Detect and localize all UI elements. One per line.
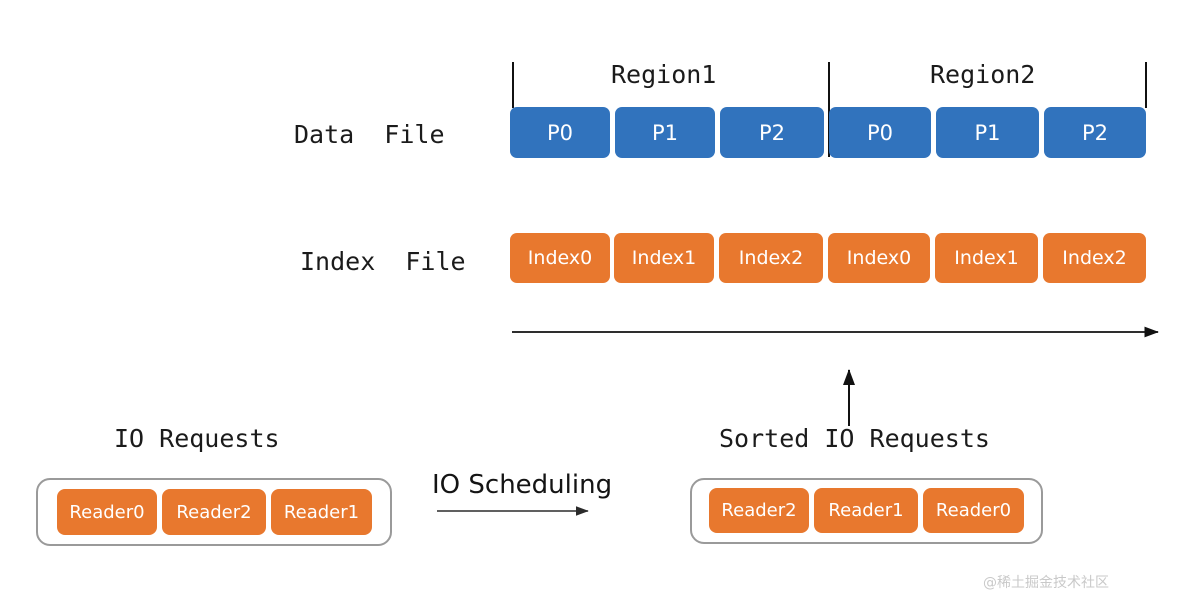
- data-segment: P1: [615, 107, 715, 158]
- region-title-2: Region2: [930, 60, 1036, 89]
- watermark: @稀土掘金技术社区: [983, 575, 1109, 591]
- data-segment: P2: [1044, 107, 1146, 158]
- data-segment: P2: [720, 107, 824, 158]
- index-file-label: Index File: [300, 247, 466, 276]
- index-segment: Index0: [510, 233, 610, 283]
- index-segment: Index1: [614, 233, 714, 283]
- region-title-1: Region1: [611, 60, 717, 89]
- data-file-label: Data File: [294, 120, 445, 149]
- index-segment: Index0: [828, 233, 930, 283]
- index-segment: Index2: [719, 233, 823, 283]
- sorted-io-request-reader: Reader0: [923, 488, 1024, 533]
- io-scheduling-label: IO Scheduling: [432, 470, 613, 500]
- region-tick-start: [512, 62, 514, 108]
- sorted-io-request-reader: Reader2: [709, 488, 809, 533]
- region-tick-end: [1145, 62, 1147, 108]
- io-request-reader: Reader1: [271, 489, 372, 535]
- data-segment: P1: [936, 107, 1039, 158]
- io-request-reader: Reader2: [162, 489, 266, 535]
- io-request-reader: Reader0: [57, 489, 157, 535]
- index-segment: Index1: [935, 233, 1038, 283]
- index-segment: Index2: [1043, 233, 1146, 283]
- data-segment: P0: [829, 107, 931, 158]
- sorted-io-requests-label: Sorted IO Requests: [719, 424, 990, 453]
- sorted-io-request-reader: Reader1: [814, 488, 918, 533]
- data-segment: P0: [510, 107, 610, 158]
- io-requests-label: IO Requests: [114, 424, 280, 453]
